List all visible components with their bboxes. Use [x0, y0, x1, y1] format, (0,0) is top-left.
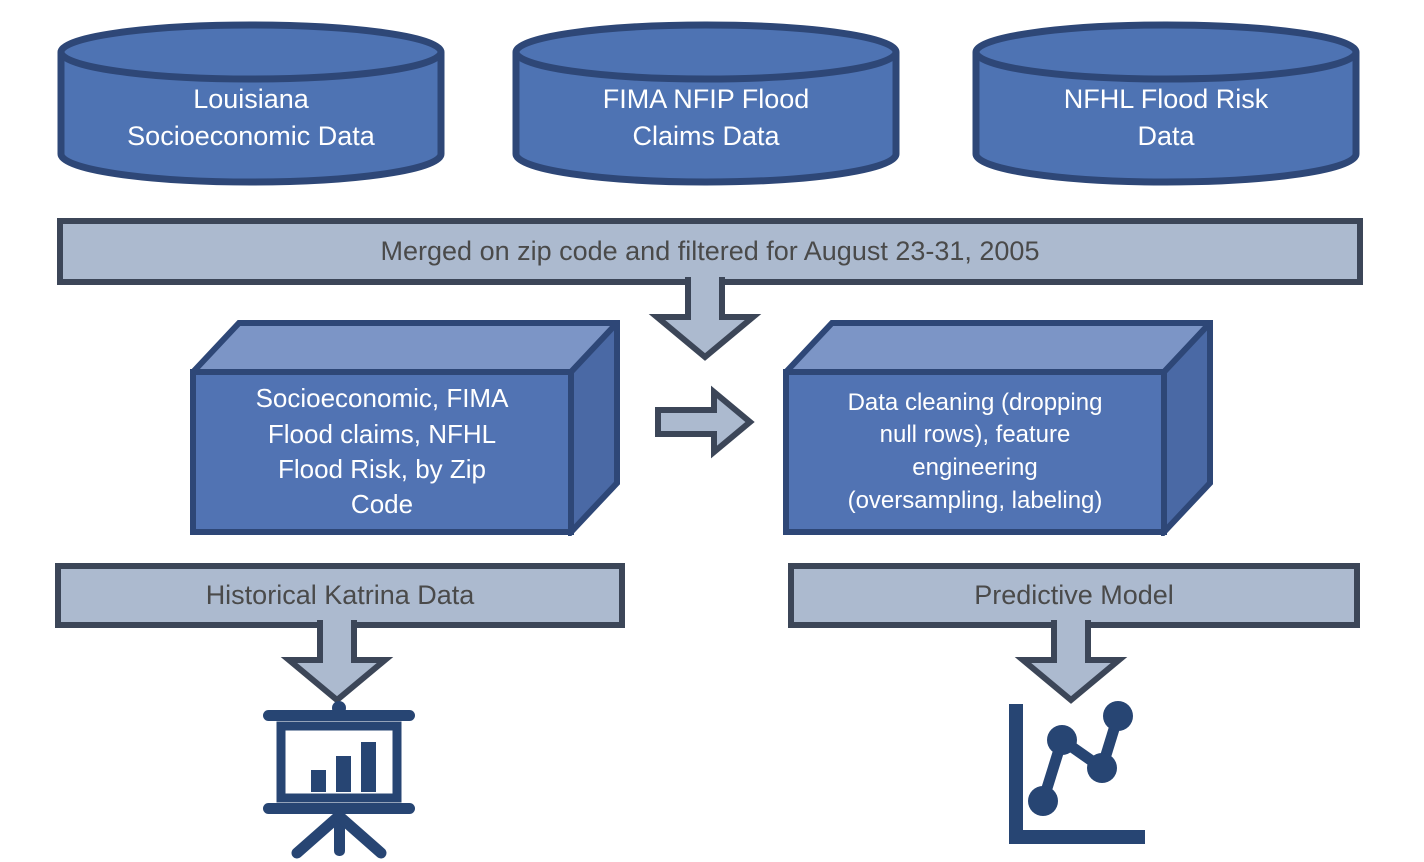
database-cylinder-nfhl	[972, 21, 1360, 186]
presentation-bar-chart-icon	[263, 701, 415, 859]
merged-dataset-box	[190, 320, 620, 536]
label-line: Louisiana	[193, 83, 309, 114]
database-label-fima: FIMA NFIP Flood Claims Data	[510, 76, 902, 160]
label-line: (oversampling, labeling)	[847, 486, 1103, 514]
label-line: Claims Data	[632, 121, 780, 151]
data-cleaning-box	[783, 320, 1213, 536]
database-cylinder-fima	[512, 21, 900, 186]
down-arrow-icon	[1014, 620, 1128, 704]
label-line: Data cleaning (dropping	[847, 388, 1103, 416]
predictive-model-bar: Predictive Model	[788, 563, 1360, 628]
database-cylinder-louisiana	[57, 21, 445, 186]
merge-step-label: Merged on zip code and filtered for Augu…	[380, 236, 1040, 266]
label-line: engineering	[912, 454, 1038, 481]
label-line: Data	[1137, 121, 1195, 151]
historical-data-label: Historical Katrina Data	[205, 580, 475, 610]
label-line: null rows), feature	[879, 421, 1071, 449]
predictive-model-label: Predictive Model	[974, 580, 1174, 610]
historical-data-bar: Historical Katrina Data	[55, 563, 625, 628]
label-line: Flood claims, NFHL	[267, 418, 497, 449]
label-line: Socioeconomic Data	[127, 121, 375, 151]
down-arrow-icon	[648, 277, 762, 361]
label-line: Flood Risk, by Zip	[277, 454, 487, 484]
label-line: FIMA NFIP Flood	[602, 83, 810, 114]
label-line: NFHL Flood Risk	[1063, 83, 1269, 114]
data-cleaning-label: Data cleaning (dropping null rows), feat…	[786, 374, 1164, 530]
merged-dataset-label: Socioeconomic, FIMA Flood claims, NFHL F…	[193, 374, 571, 530]
down-arrow-icon	[280, 620, 394, 704]
right-arrow-icon	[655, 385, 755, 459]
line-graph-icon	[1009, 701, 1145, 844]
label-line: Code	[350, 489, 414, 520]
merge-step-bar: Merged on zip code and filtered for Augu…	[57, 218, 1363, 285]
database-label-nfhl: NFHL Flood Risk Data	[970, 76, 1362, 160]
label-line: Socioeconomic, FIMA	[255, 383, 509, 414]
database-label-louisiana: Louisiana Socioeconomic Data	[55, 76, 447, 160]
